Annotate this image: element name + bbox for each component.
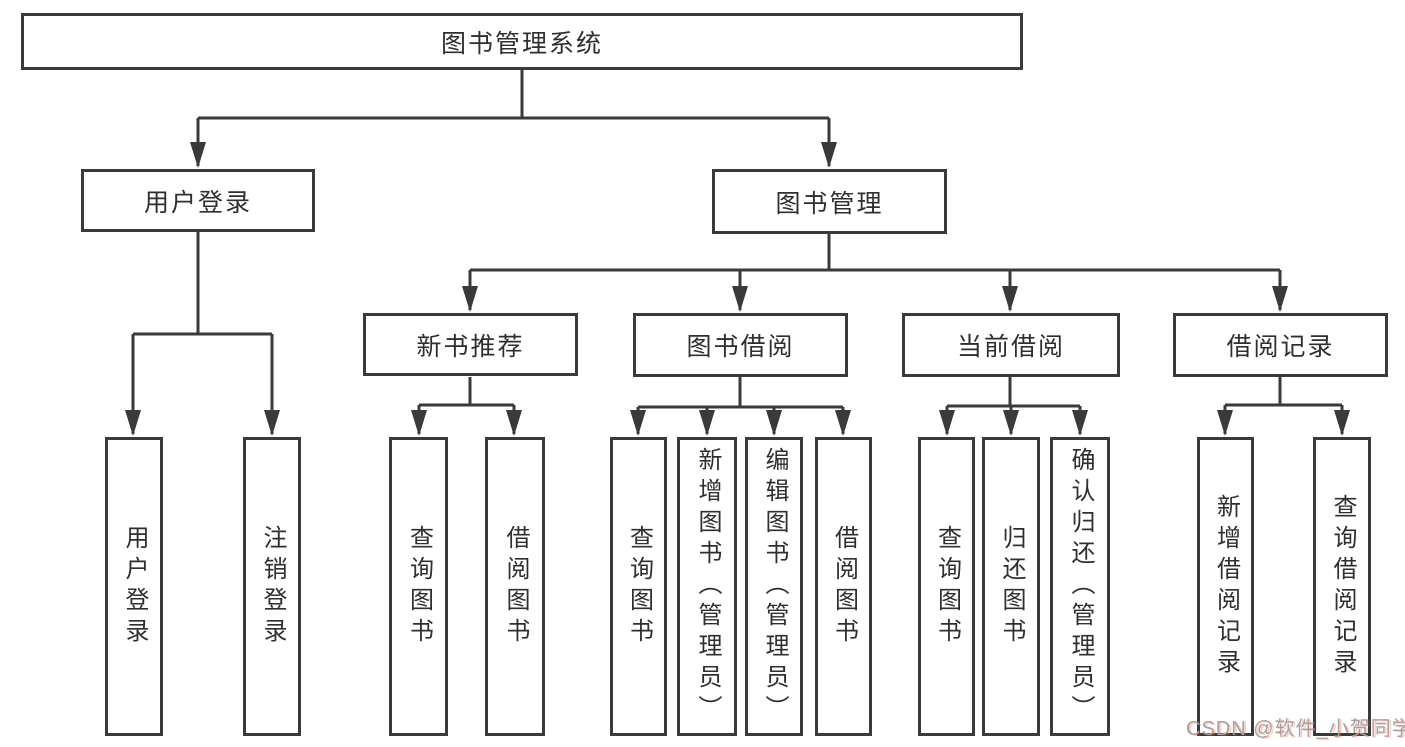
- node-borrowing-records: 借阅记录: [1173, 313, 1388, 377]
- csdn-watermark: CSDN @软件_小贺同学: [1186, 718, 1405, 740]
- leaf-query-books-recommend: 查询图书: [389, 437, 448, 736]
- leaf-query-borrow-record: 查询借阅记录: [1313, 437, 1371, 736]
- node-library-management-system: 图书管理系统: [21, 13, 1023, 70]
- leaf-edit-book-admin: 编辑图书（管理员）: [745, 437, 803, 736]
- node-book-management: 图书管理: [712, 169, 947, 234]
- node-new-book-recommendation: 新书推荐: [363, 313, 578, 376]
- node-current-borrowing: 当前借阅: [902, 313, 1120, 377]
- leaf-borrow-books-recommend: 借阅图书: [485, 437, 545, 736]
- leaf-add-borrow-record: 新增借阅记录: [1197, 437, 1254, 736]
- leaf-return-book: 归还图书: [982, 437, 1040, 736]
- node-user-login: 用户登录: [81, 169, 315, 232]
- leaf-add-book-admin: 新增图书（管理员）: [677, 437, 737, 736]
- leaf-query-books-borrowing: 查询图书: [610, 437, 667, 736]
- leaf-user-login: 用户登录: [105, 437, 163, 736]
- leaf-logout: 注销登录: [243, 437, 301, 736]
- leaf-confirm-return-admin: 确认归还（管理员）: [1050, 437, 1110, 736]
- leaf-borrow-books: 借阅图书: [815, 437, 872, 736]
- leaf-query-books-current: 查询图书: [918, 437, 975, 736]
- node-book-borrowing: 图书借阅: [633, 313, 848, 377]
